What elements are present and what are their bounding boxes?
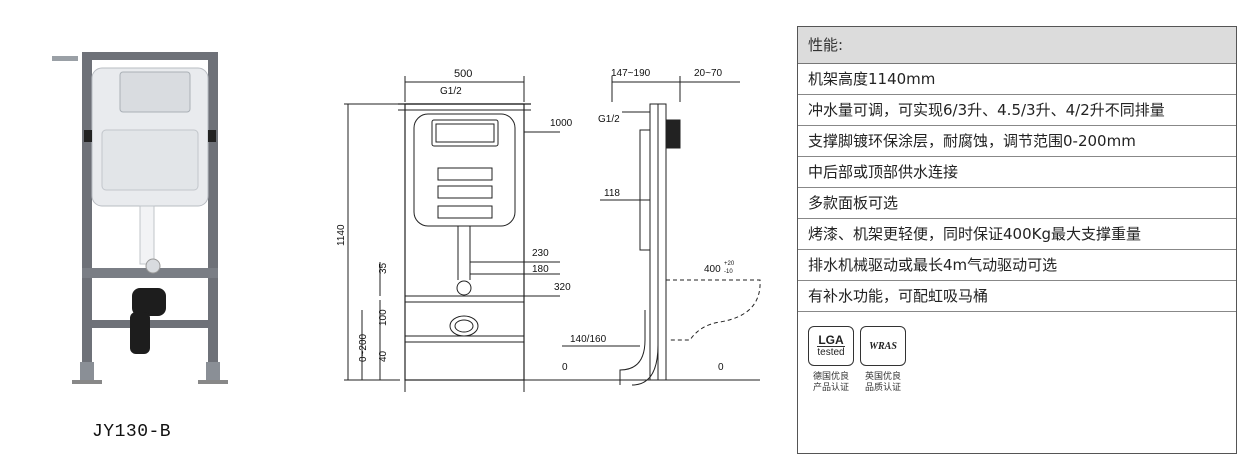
- spec-row-feet: 支撑脚镀环保涂层，耐腐蚀，调节范围0-200mm: [798, 126, 1236, 157]
- spec-row-refill: 有补水功能，可配虹吸马桶: [798, 281, 1236, 312]
- lga-label: LGA: [818, 333, 844, 347]
- dim-tol-plus: +20: [724, 261, 735, 267]
- dim-35: 35: [378, 262, 389, 274]
- wras-badge: WRAS: [860, 326, 906, 366]
- spec-row-load: 烤漆、机架更轻便，同时保证400Kg最大支撑重量: [798, 219, 1236, 250]
- dim-40: 40: [378, 350, 389, 362]
- dim-400: 400: [704, 264, 721, 275]
- spec-row-panels: 多款面板可选: [798, 188, 1236, 219]
- dim-zero-front: 0: [562, 362, 568, 373]
- spec-row-drive: 排水机械驱动或最长4m气动驱动可选: [798, 250, 1236, 281]
- dim-230: 230: [532, 248, 549, 259]
- dim-0-200: 0~200: [358, 333, 369, 362]
- dim-width: 500: [454, 68, 472, 80]
- dim-zero-side: 0: [718, 362, 724, 373]
- spec-header: 性能:: [798, 27, 1236, 64]
- model-number: JY130-B: [92, 422, 172, 442]
- spec-table: 性能: 机架高度1140mm 冲水量可调，可实现6/3升、4.5/3升、4/2升…: [797, 26, 1237, 454]
- dim-140-160: 140/160: [570, 334, 607, 345]
- dim-100: 100: [378, 309, 389, 326]
- dim-tol-minus: -10: [724, 269, 733, 275]
- lga-caption: 德国优良 产品认证: [812, 372, 849, 393]
- dim-1000: 1000: [550, 118, 573, 129]
- dim-180: 180: [532, 264, 549, 275]
- cert-section: LGA tested WRAS 德国优良 产品认证 英国优良 品质认证: [798, 312, 1236, 402]
- product-photo: [40, 30, 230, 410]
- technical-drawing: 500 G1/2 1000 230 180 320: [300, 40, 790, 430]
- spec-row-flush: 冲水量可调，可实现6/3升、4.5/3升、4/2升不同排量: [798, 95, 1236, 126]
- dim-20-70: 20~70: [694, 68, 723, 79]
- spec-row-height: 机架高度1140mm: [798, 64, 1236, 95]
- dim-side-g12: G1/2: [598, 114, 620, 125]
- spec-row-supply: 中后部或顶部供水连接: [798, 157, 1236, 188]
- wras-label: WRAS: [869, 340, 897, 352]
- dim-1140: 1140: [336, 224, 347, 246]
- lga-tested-label: tested: [817, 346, 845, 358]
- dim-118: 118: [604, 188, 620, 199]
- dim-320: 320: [554, 282, 571, 293]
- wras-caption: 英国优良 品质认证: [864, 372, 901, 393]
- dim-147-190: 147~190: [611, 68, 651, 79]
- dim-g12: G1/2: [440, 86, 462, 97]
- lga-badge: LGA tested: [808, 326, 854, 366]
